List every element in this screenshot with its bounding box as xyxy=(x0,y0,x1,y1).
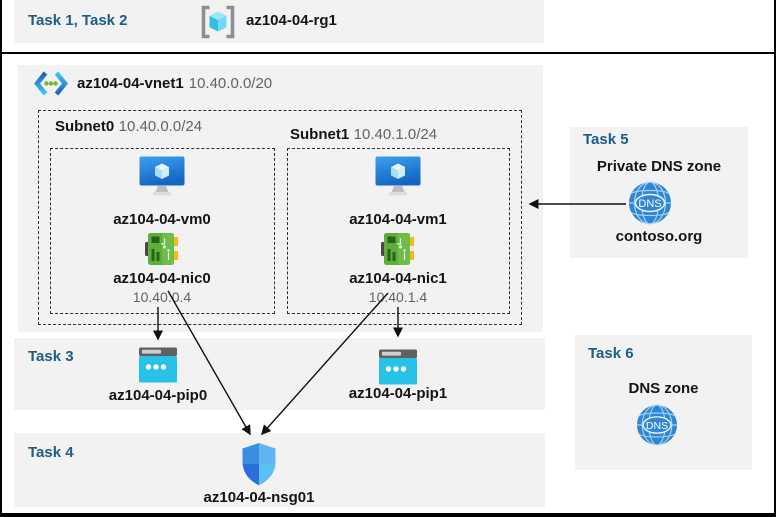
dns-icon: DNS xyxy=(636,404,678,446)
pip0-label: az104-04-pip0 xyxy=(108,387,208,404)
task-1-2-label: Task 1, Task 2 xyxy=(28,12,128,29)
resource-group-icon xyxy=(201,5,235,39)
task4-strip: Task 4 az104-04-nsg01 xyxy=(14,433,545,507)
task5-label: Task 5 xyxy=(583,131,629,148)
frame-bottom-border xyxy=(0,513,776,517)
dns-icon: DNS xyxy=(629,181,671,225)
dns-zone-title: DNS zone xyxy=(628,380,699,397)
subnet0-box xyxy=(50,148,275,314)
network-security-group-shield-icon xyxy=(242,443,276,486)
public-ip-icon xyxy=(379,349,417,385)
task4-label: Task 4 xyxy=(28,444,74,461)
vnet-panel: az104-04-vnet1 10.40.0.0/20 Subnet0 10.4… xyxy=(18,65,543,332)
network-interface-icon xyxy=(145,233,178,265)
nic0-label: az104-04-nic0 xyxy=(113,270,211,287)
nic1-ip: 10.40.1.4 xyxy=(368,289,428,305)
virtual-network-icon xyxy=(34,71,68,95)
subnet1-name: Subnet1 xyxy=(290,126,350,143)
dns-icon-label: DNS xyxy=(646,420,668,432)
public-ip-icon xyxy=(139,347,177,383)
frame-left-border xyxy=(0,0,2,517)
nic0-ip: 10.40.0.4 xyxy=(132,289,192,305)
virtual-machine-icon xyxy=(375,156,421,196)
task6-label: Task 6 xyxy=(588,345,634,362)
private-dns-zone-title: Private DNS zone xyxy=(596,158,722,175)
vnet-cidr: 10.40.0.0/20 xyxy=(188,74,273,92)
frame-right-border xyxy=(774,0,776,517)
subnet0-cidr: 10.40.0.0/24 xyxy=(118,118,203,135)
resource-group-name: az104-04-rg1 xyxy=(246,12,337,29)
frame-divider-line xyxy=(0,52,776,54)
virtual-machine-icon xyxy=(139,156,185,196)
nic1-label: az104-04-nic1 xyxy=(349,270,447,287)
subnet0-name: Subnet0 xyxy=(55,118,115,135)
vm0-label: az104-04-vm0 xyxy=(113,211,211,228)
vnet-name: az104-04-vnet1 xyxy=(77,74,184,92)
subnet1-label: Subnet1 10.40.1.0/24 xyxy=(290,126,437,144)
subnet1-cidr: 10.40.1.0/24 xyxy=(353,126,438,143)
pip1-label: az104-04-pip1 xyxy=(348,385,448,402)
vm1-label: az104-04-vm1 xyxy=(349,211,447,228)
task3-strip: Task 3 az104-04-pip0 az104-04-pip1 xyxy=(14,338,545,410)
nsg-label: az104-04-nsg01 xyxy=(203,489,315,506)
task3-label: Task 3 xyxy=(28,348,74,365)
task5-box: Task 5 Private DNS zone DNS contoso.org xyxy=(570,127,748,258)
vnet-header: az104-04-vnet1 10.40.0.0/20 xyxy=(34,69,272,97)
subnet0-label: Subnet0 10.40.0.0/24 xyxy=(55,118,202,136)
network-interface-icon xyxy=(381,233,414,265)
dns-icon-label: DNS xyxy=(638,198,661,210)
private-dns-zone-name: contoso.org xyxy=(615,228,703,245)
task6-box: Task 6 DNS zone DNS xyxy=(575,335,752,470)
resource-group-strip: Task 1, Task 2 az104-04-rg1 xyxy=(14,0,544,43)
